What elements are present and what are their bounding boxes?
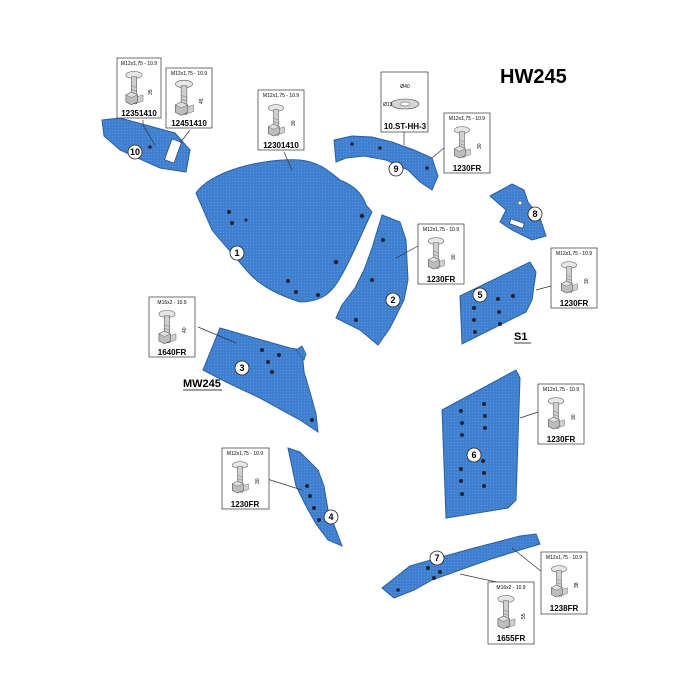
svg-text:1655FR: 1655FR [497, 634, 526, 643]
callout-7: 7 [429, 550, 445, 566]
svg-text:2: 2 [390, 295, 395, 305]
svg-text:35: 35 [148, 89, 154, 95]
svg-text:30: 30 [291, 120, 297, 126]
svg-text:12301410: 12301410 [263, 141, 299, 150]
part-9-curved-strip [333, 135, 439, 191]
svg-text:M12x1,75 - 10.9: M12x1,75 - 10.9 [227, 451, 263, 457]
svg-text:1230FR: 1230FR [427, 275, 456, 284]
callout-1: 1 [229, 245, 245, 261]
part-10-landside [101, 117, 191, 173]
bolt-boxes: M12x1,75 - 10.9 35 12351410 M12x1,75 - 1… [116, 57, 598, 645]
svg-text:1230FR: 1230FR [560, 299, 589, 308]
svg-text:M12x1,75 - 10.9: M12x1,75 - 10.9 [171, 71, 207, 77]
svg-text:4: 4 [328, 512, 333, 522]
svg-text:M12x1,75 - 10.9: M12x1,75 - 10.9 [556, 251, 592, 257]
part-5-s1-plate [459, 261, 537, 345]
svg-text:12351410: 12351410 [121, 109, 157, 118]
bolt-box-10sthh3: Ø40 Ø13 10.ST-HH-3 [380, 71, 429, 133]
svg-text:45: 45 [199, 98, 205, 104]
svg-text:M16x2 - 10.9: M16x2 - 10.9 [496, 585, 525, 591]
svg-text:M12x1,75 - 10.9: M12x1,75 - 10.9 [423, 227, 459, 233]
svg-text:10: 10 [130, 147, 140, 157]
callout-10: 10 [127, 144, 143, 160]
svg-text:40: 40 [182, 327, 188, 333]
svg-text:30: 30 [477, 143, 483, 149]
callout-9: 9 [388, 161, 404, 177]
bolt-box-1230fr-part9: M12x1,75 - 10.9 30 1230FR [443, 112, 491, 174]
bolt-box-1230fr-part5: M12x1,75 - 10.9 30 1230FR [550, 247, 598, 309]
svg-text:M12x1,75 - 10.9: M12x1,75 - 10.9 [449, 116, 485, 122]
callouts: 10 1 9 8 2 5 3 6 [127, 144, 543, 566]
svg-text:9: 9 [393, 164, 398, 174]
label-s1: S1 [514, 331, 527, 343]
bolt-box-1655fr: M16x2 - 10.9 55 1655FR [487, 581, 535, 645]
bolt-box-1238fr: M12x1,75 - 10.9 38 1238FR [540, 551, 588, 615]
bolt-box-12451410: M12x1,75 - 10.9 45 12451410 [165, 67, 213, 129]
svg-text:10.ST-HH-3: 10.ST-HH-3 [384, 122, 427, 131]
svg-text:6: 6 [471, 450, 476, 460]
svg-text:7: 7 [434, 553, 439, 563]
svg-text:1230FR: 1230FR [547, 435, 576, 444]
bolt-box-1230fr-part2: M12x1,75 - 10.9 30 1230FR [417, 223, 465, 285]
svg-text:30: 30 [571, 414, 577, 420]
svg-text:1640FR: 1640FR [158, 348, 187, 357]
svg-text:12451410: 12451410 [171, 119, 207, 128]
svg-text:30: 30 [584, 278, 590, 284]
bolt-box-12351410: M12x1,75 - 10.9 35 12351410 [116, 57, 162, 119]
callout-5: 5 [472, 287, 488, 303]
svg-text:8: 8 [532, 209, 537, 219]
callout-8: 8 [527, 206, 543, 222]
svg-text:1238FR: 1238FR [550, 604, 579, 613]
label-mw245: MW245 [183, 378, 221, 390]
callout-6: 6 [466, 447, 482, 463]
part-4-shin [287, 447, 343, 547]
svg-text:55: 55 [521, 613, 527, 619]
bolt-box-1230fr-part6: M12x1,75 - 10.9 30 1230FR [537, 383, 585, 445]
svg-text:M12x1,75 - 10.9: M12x1,75 - 10.9 [546, 555, 582, 561]
leader-lines [142, 120, 552, 586]
bolt-box-12301410: M12x1,75 - 10.9 30 12301410 [257, 89, 305, 151]
svg-text:Ø13: Ø13 [383, 102, 393, 108]
svg-text:M12x1,75 - 10.9: M12x1,75 - 10.9 [263, 93, 299, 99]
svg-text:M16x2 - 10.9: M16x2 - 10.9 [157, 300, 186, 306]
diagram-title: HW245 [500, 66, 567, 88]
svg-text:3: 3 [239, 363, 244, 373]
svg-text:30: 30 [255, 478, 261, 484]
svg-text:M12x1,75 - 10.9: M12x1,75 - 10.9 [121, 61, 157, 67]
callout-4: 4 [323, 509, 339, 525]
svg-text:Ø40: Ø40 [400, 84, 410, 90]
part-8-bracket [489, 183, 547, 241]
part-3-share-mw245 [202, 327, 319, 434]
svg-text:5: 5 [477, 290, 482, 300]
part-2-mouldboard-extension [335, 214, 409, 346]
part-1-mouldboard [195, 159, 373, 303]
bolt-box-1230fr-part4: M12x1,75 - 10.9 30 1230FR [221, 447, 270, 510]
bolt-box-1640fr: M16x2 - 10.9 40 1640FR [148, 296, 196, 358]
svg-text:38: 38 [574, 582, 580, 588]
svg-text:1230FR: 1230FR [453, 164, 482, 173]
callout-3: 3 [234, 360, 250, 376]
svg-text:M12x1,75 - 10.9: M12x1,75 - 10.9 [543, 387, 579, 393]
callout-2: 2 [385, 292, 401, 308]
svg-text:30: 30 [451, 254, 457, 260]
svg-text:1: 1 [234, 248, 239, 258]
part-6-wear-plate [441, 369, 521, 519]
svg-text:1230FR: 1230FR [231, 500, 260, 509]
